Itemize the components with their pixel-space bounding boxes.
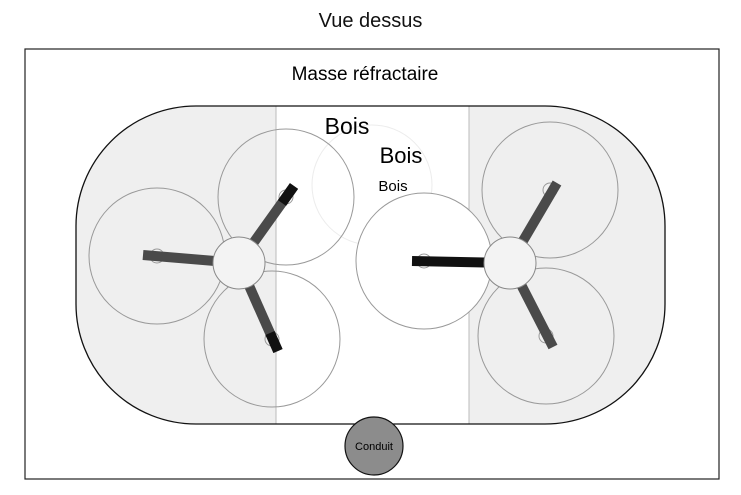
wood-label-2: Bois: [380, 143, 423, 168]
wood-label-1: Bois: [325, 113, 370, 139]
combustion-chamber-outline: [75, 105, 666, 425]
left-rotor: [142, 183, 299, 354]
left-circle-top: [217, 128, 355, 266]
left-rotor-hub: [212, 236, 266, 290]
page-title: Vue dessus: [318, 10, 423, 32]
right-rotor: [411, 180, 562, 350]
refractory-label: Masse réfractaire: [292, 64, 439, 85]
refractory-frame: [24, 48, 720, 480]
right-circle-bottom: [477, 267, 615, 405]
right-circle-top: [481, 121, 619, 259]
wood-label-3: Bois: [378, 178, 407, 195]
left-circle-bottom: [203, 270, 341, 408]
right-rotor-hub: [483, 236, 537, 290]
flue-label: Conduit: [355, 441, 393, 453]
left-rotor-arm-bottom-tip: [265, 330, 283, 354]
flue-circle: [344, 416, 404, 476]
left-rotor-arm-top-tip: [277, 183, 299, 206]
